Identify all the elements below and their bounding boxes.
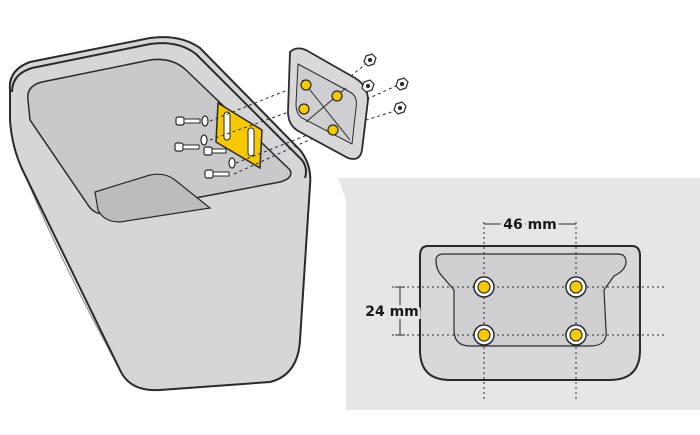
bin [8, 36, 312, 392]
mounting-holes [473, 276, 587, 346]
plate-hole [327, 124, 339, 136]
bin-inner-floor [94, 173, 212, 223]
bolt-icon [175, 116, 201, 126]
nut-icon [363, 53, 377, 67]
detail-panel: 46 mm 24 mm [338, 178, 700, 410]
bracket-slot-left [223, 111, 231, 141]
nut-icon [361, 79, 375, 93]
washer-icon [201, 115, 209, 127]
mounting-hole [565, 276, 587, 298]
dimension-24mm: 24 mm [365, 304, 419, 320]
nut-set-right [361, 53, 409, 115]
washer-icon [228, 157, 236, 169]
mounting-hole [565, 324, 587, 346]
nut-icon [393, 101, 407, 115]
dimension-guides [392, 222, 664, 400]
mounting-plate-exploded [287, 47, 369, 160]
dimension-46mm: 46 mm [503, 217, 557, 233]
bin-rim [11, 42, 307, 179]
plate-hole [300, 79, 312, 91]
plate-hole [331, 90, 343, 102]
washer-icon [200, 134, 208, 146]
bracket-slot-right [247, 127, 255, 157]
horizontal-dimension: 46 mm [484, 214, 576, 236]
nut-icon [395, 77, 409, 91]
bolt-icon [203, 146, 227, 156]
bolt-icon [204, 169, 230, 179]
mounting-hole [473, 276, 495, 298]
bin-side-edge [24, 174, 121, 371]
bolt-set-left [174, 115, 236, 179]
plate-hole [298, 103, 310, 115]
mounting-hole [473, 324, 495, 346]
bolt-icon [174, 142, 200, 152]
plate-front-inner [435, 253, 627, 347]
vertical-dimension: 24 mm [362, 286, 422, 336]
